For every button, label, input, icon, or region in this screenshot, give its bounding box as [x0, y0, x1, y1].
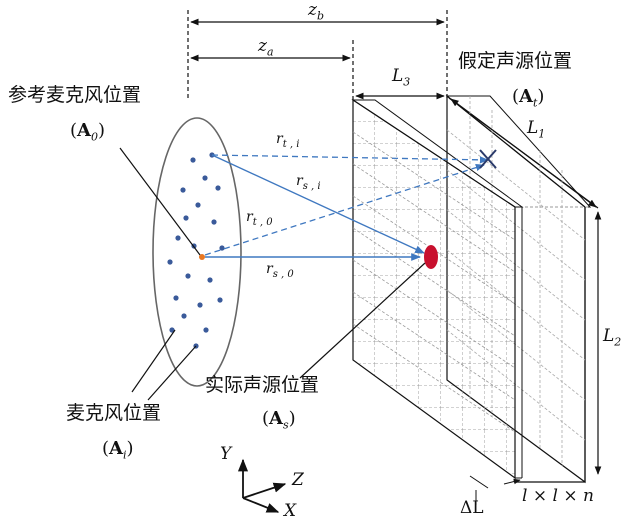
microphone-dot	[197, 302, 203, 308]
label-l2: L2	[603, 326, 622, 349]
label-actual-source-symbol: (As)	[262, 408, 296, 432]
label-zb: zb	[308, 0, 325, 23]
dimension-zb	[187, 10, 448, 100]
label-actual-source: 实际声源位置	[205, 374, 320, 396]
label-l3: L3	[392, 66, 411, 89]
microphone-dot	[219, 245, 225, 251]
label-rs0: rs , 0	[266, 261, 294, 280]
microphone-dot	[180, 187, 186, 193]
label-delta-l: ΔL	[460, 498, 484, 518]
label-microphone: 麦克风位置	[66, 402, 162, 424]
label-assumed-source-symbol: (At)	[512, 86, 545, 110]
label-reference-microphone-symbol: (A0)	[70, 120, 106, 144]
microphone-dot	[173, 295, 179, 301]
label-rt0: rt , 0	[246, 209, 273, 228]
label-rsi: rs , i	[296, 173, 321, 192]
label-assumed-source: 假定声源位置	[458, 50, 573, 72]
leader-ref-mic	[119, 147, 201, 256]
microphone-dot	[211, 219, 217, 225]
microphone-dot	[175, 235, 181, 241]
label-reference-microphone: 参考麦克风位置	[8, 84, 142, 106]
microphone-dot	[185, 273, 191, 279]
axis-label-y: Y	[220, 444, 232, 464]
microphone-dot	[181, 313, 187, 319]
leader-actual-source	[299, 262, 426, 379]
label-l1: L1	[527, 118, 546, 141]
leader-mic-1	[131, 329, 176, 393]
microphone-dot	[217, 297, 223, 303]
label-grid-size: l × l × n	[522, 486, 594, 506]
dimension-l1	[448, 97, 599, 209]
actual-source-plane	[351, 98, 524, 480]
microphone-dot	[183, 215, 189, 221]
microphone-dot	[167, 259, 173, 265]
microphone-array-ellipse	[152, 117, 242, 387]
label-rti: rt , i	[276, 131, 300, 150]
coordinate-axes	[237, 458, 287, 513]
label-microphone-symbol: (Ai)	[102, 438, 134, 462]
microphone-dot	[169, 327, 175, 333]
dimension-za	[190, 40, 354, 100]
microphone-dot	[215, 185, 221, 191]
microphone-dot	[207, 277, 213, 283]
axis-label-z: Z	[292, 470, 304, 490]
microphone-dot	[203, 327, 209, 333]
assumed-source-marker	[479, 149, 497, 169]
ray-rt0	[204, 164, 485, 256]
ray-rsi	[211, 154, 425, 254]
microphone-dot	[190, 157, 196, 163]
delta-l-marker	[469, 475, 521, 505]
label-za: za	[258, 36, 274, 59]
microphone-dot	[195, 202, 201, 208]
actual-source-marker	[424, 245, 438, 269]
leader-mic-2	[147, 345, 197, 401]
reference-microphone-dot	[199, 254, 205, 260]
microphone-dot	[202, 175, 208, 181]
axis-label-x: X	[284, 501, 297, 521]
ray-rti	[211, 154, 489, 164]
